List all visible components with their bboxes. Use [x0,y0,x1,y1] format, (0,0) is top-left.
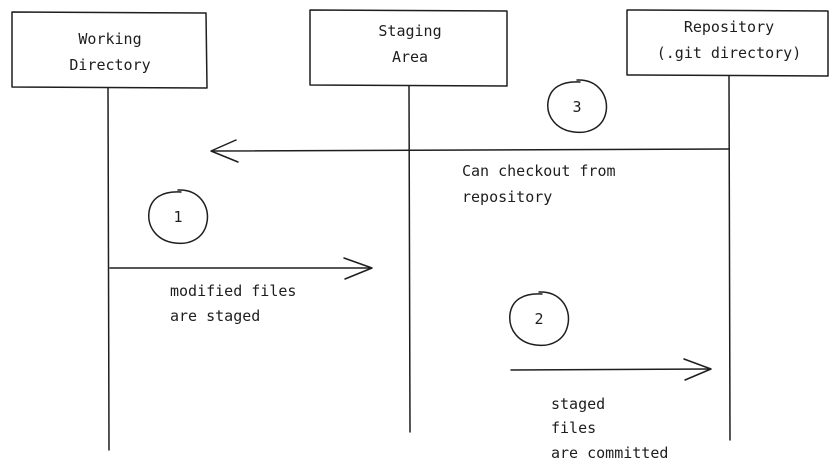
working-directory-box: Working Directory [11,11,208,89]
commit-arrow-shaft [510,368,711,371]
staging-area-label-line2: Area [392,48,428,66]
step-3-number: 3 [572,98,581,116]
step-2-label-line3: are committed [551,444,668,462]
checkout-arrow-head [210,139,239,163]
step-3-marker: 3 [547,79,608,134]
step-1-marker: 1 [148,189,209,245]
repository-label-line2: (.git directory) [657,44,802,62]
staging-area-box: Staging Area [309,9,508,87]
step-1-circle [148,189,209,245]
step-3-label-line1: Can checkout from [462,162,616,180]
step-2-label-line2: files [551,419,596,437]
step-2-number: 2 [534,310,543,328]
checkout-arrow [210,139,730,163]
staging-area-box-outline [309,9,508,87]
repository-label-line1: Repository [684,18,774,36]
step-2-circle [509,291,570,347]
working-directory-box-outline [11,11,208,89]
stage-arrow [109,257,373,280]
step-1-number: 1 [173,208,182,226]
repository-box: Repository (.git directory) [626,9,829,77]
stage-arrow-head [343,257,373,280]
staging-area-label-line1: Staging [378,22,441,40]
working-directory-label-line2: Directory [69,56,150,74]
checkout-arrow-shaft [211,148,730,152]
step-2-marker: 2 [509,291,570,347]
step-1-label-line2: are staged [170,307,260,325]
commit-arrow-head [683,358,712,381]
step-3-label-line2: repository [462,188,552,206]
repository-lifeline [728,75,731,441]
staging-area-lifeline [408,85,411,433]
step-2-label-line1: staged [551,395,605,413]
commit-arrow [510,358,712,381]
working-directory-lifeline [107,87,110,451]
repository-box-outline [626,9,829,77]
step-1-label-line1: modified files [170,282,296,300]
step-3-circle [547,79,608,134]
working-directory-label-line1: Working [78,30,141,48]
